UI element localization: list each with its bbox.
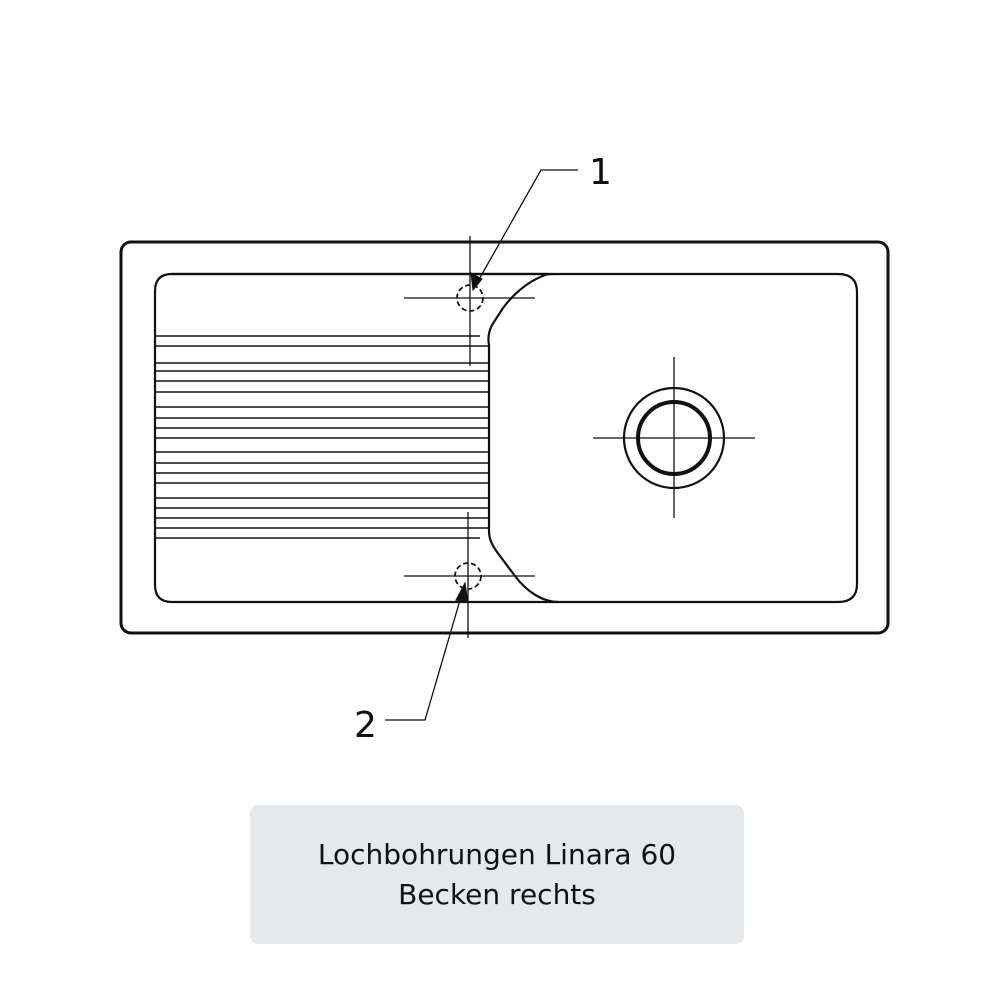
caption-line-1: Lochbohrungen Linara 60 [317,837,677,871]
drainer-grooves [155,335,489,539]
drain-outlet [593,357,755,518]
sink-inner-contour [172,272,859,604]
callout-label-2: 2 [354,705,377,746]
caption-line-2: Becken rechts [398,877,596,911]
tap-hole-1 [404,236,535,366]
callout-leader-1 [470,169,578,292]
caption-box: Lochbohrungen Linara 60 Becken rechts [250,805,744,944]
tap-hole-2 [404,512,535,638]
sink-outer-rim [119,240,890,635]
callout-label-1: 1 [589,152,612,193]
callout-leader-2 [385,581,469,721]
